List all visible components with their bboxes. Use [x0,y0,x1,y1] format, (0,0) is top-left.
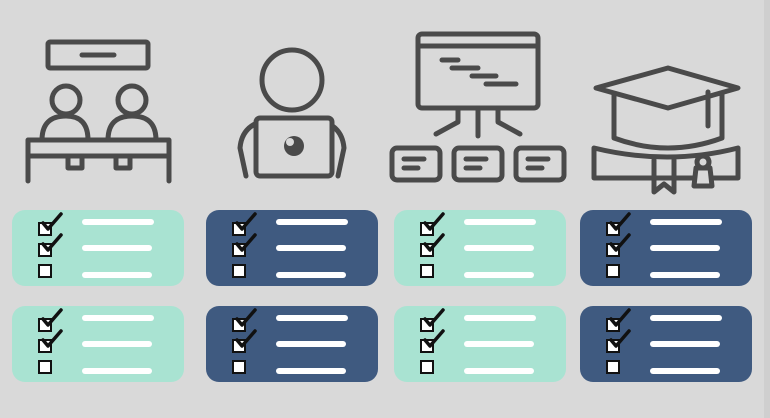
checklist-card [206,306,378,382]
checklist-card [12,210,184,286]
checklist-line [650,245,720,251]
check-mark-icon [608,308,632,330]
online-learner-icon [230,28,360,188]
classroom-icon [22,28,177,188]
checklist-line [82,272,152,278]
checkbox-column [420,306,446,382]
checkbox-column [420,210,446,286]
checklist-line [82,315,154,321]
checklist-line [650,219,722,225]
empty-checkbox [606,360,620,374]
empty-checkbox [232,264,246,278]
checklist-line [276,272,346,278]
checklist-line [82,368,152,374]
checkbox-column [606,306,632,382]
checklist-card [580,306,752,382]
checkbox-column [232,306,258,382]
checklist-line [82,341,152,347]
empty-checkbox [38,264,52,278]
checklist-card [580,210,752,286]
check-mark-icon [422,212,446,234]
checklist-card [12,306,184,382]
check-mark-icon [234,329,258,351]
page-edge [764,0,770,418]
check-mark-icon [40,212,64,234]
checklist-line [650,315,722,321]
check-mark-icon [608,329,632,351]
check-mark-icon [422,308,446,330]
presentation-board-icon [386,28,576,188]
check-mark-icon [40,329,64,351]
empty-checkbox [420,360,434,374]
empty-checkbox [420,264,434,278]
check-mark-icon [234,308,258,330]
checklist-line [276,245,346,251]
checkbox-column [232,210,258,286]
check-mark-icon [608,212,632,234]
empty-checkbox [232,360,246,374]
checklist-line [82,219,154,225]
check-mark-icon [422,329,446,351]
checkbox-column [606,210,632,286]
checklist-line [464,272,534,278]
empty-checkbox [38,360,52,374]
checklist-line [464,341,534,347]
checklist-line [82,245,152,251]
check-mark-icon [422,233,446,255]
empty-checkbox [606,264,620,278]
checklist-line [464,368,534,374]
checklist-card [394,210,566,286]
checklist-line [650,368,720,374]
checklist-line [276,341,346,347]
checklist-line [650,341,720,347]
checklist-line [650,272,720,278]
checklist-line [464,245,534,251]
check-mark-icon [234,212,258,234]
checkbox-column [38,210,64,286]
check-mark-icon [234,233,258,255]
graduation-cap-icon [588,28,748,198]
checklist-line [276,219,348,225]
checklist-line [464,315,536,321]
checklist-line [464,219,536,225]
check-mark-icon [40,233,64,255]
check-mark-icon [40,308,64,330]
checklist-card [394,306,566,382]
checklist-line [276,315,348,321]
check-mark-icon [608,233,632,255]
checkbox-column [38,306,64,382]
checklist-line [276,368,346,374]
checklist-card [206,210,378,286]
